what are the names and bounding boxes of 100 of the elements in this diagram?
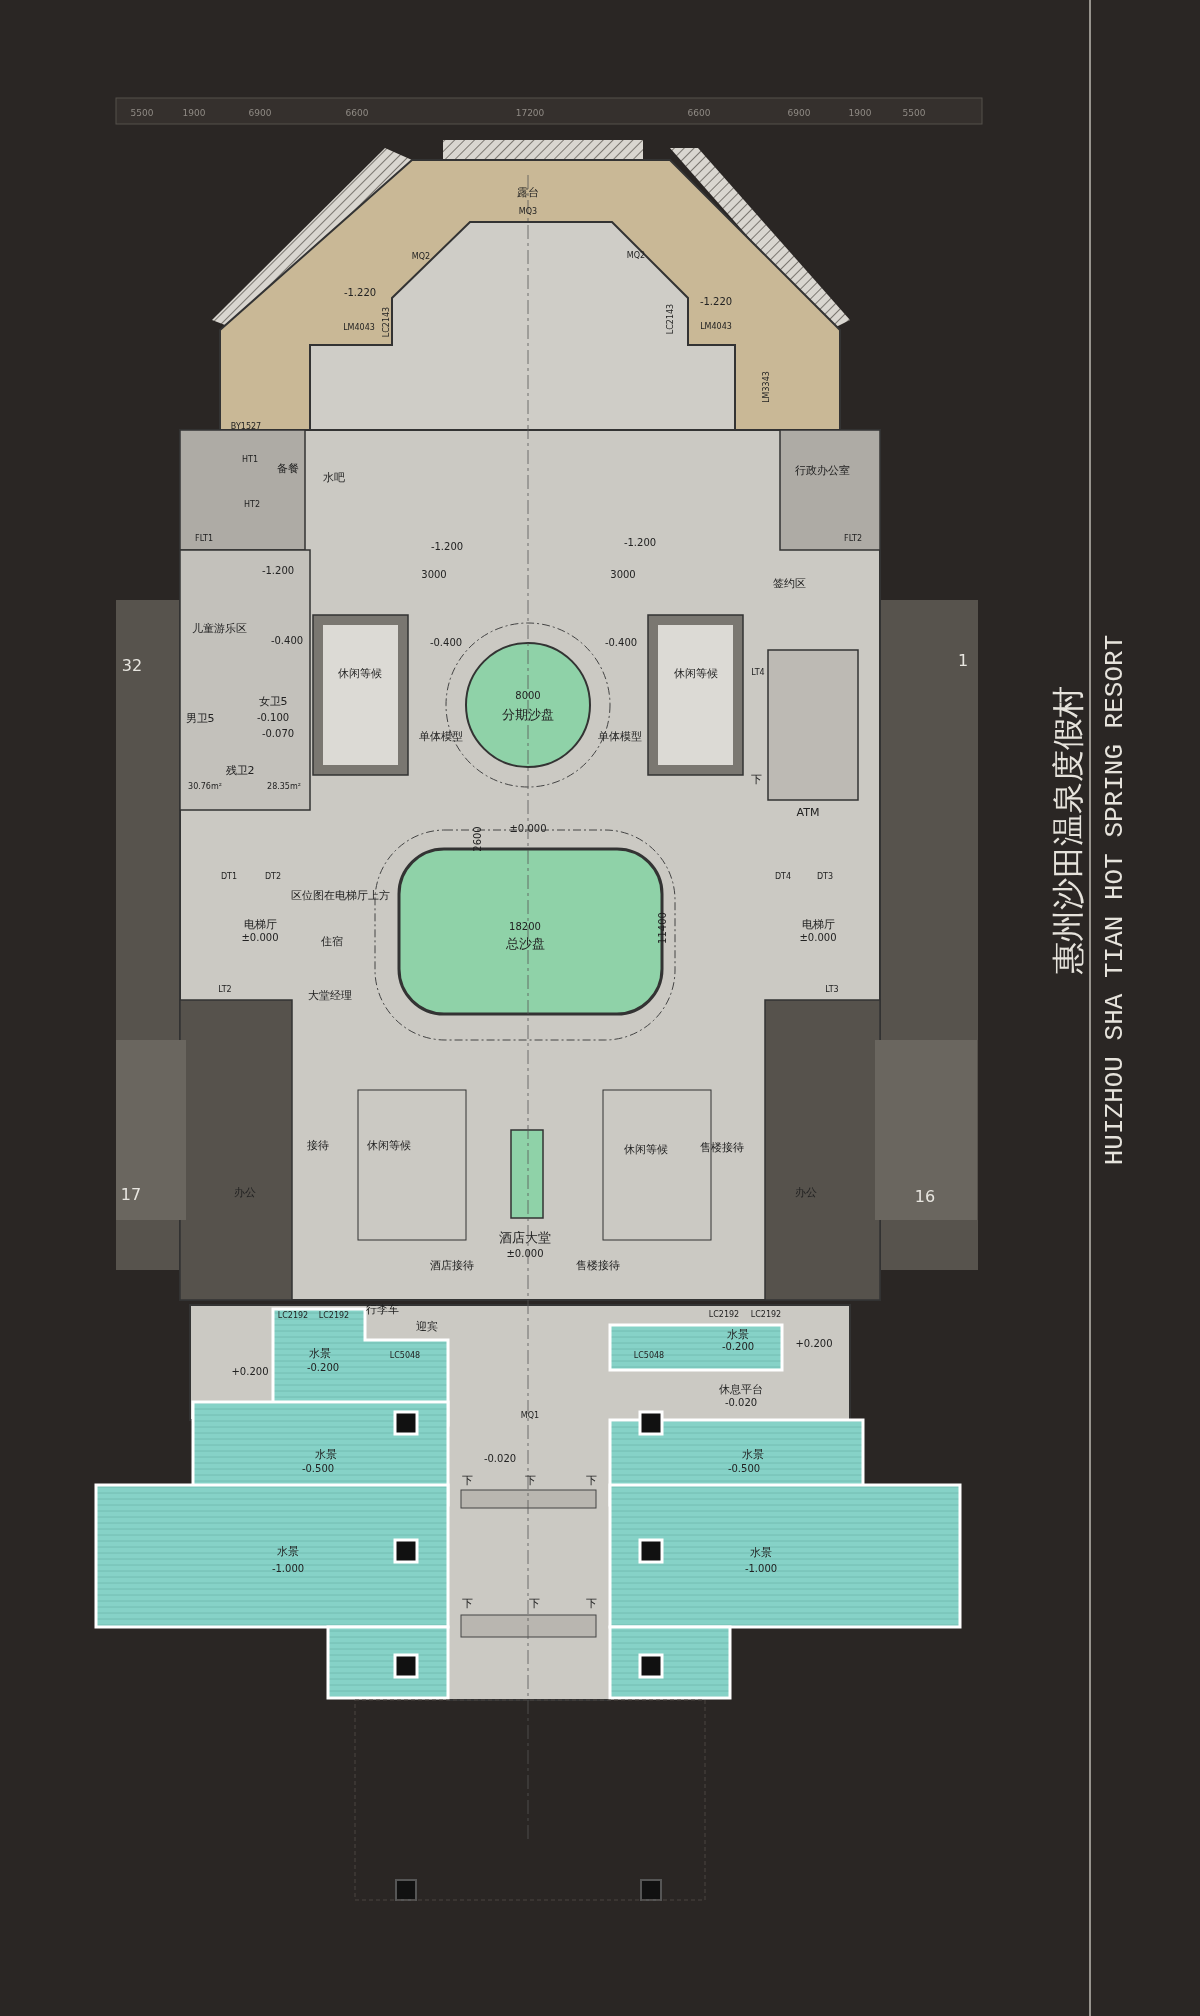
room-label: 售楼接待 [576, 1259, 620, 1271]
door-code: DT4 [774, 873, 792, 881]
room-label: 单体模型 [598, 730, 642, 742]
dimension-text: 3000 [421, 570, 447, 580]
room-label: 男卫5 [185, 712, 215, 724]
door-code: LC2192 [750, 1311, 782, 1319]
room-label: 总沙盘 [505, 936, 545, 950]
elevation-mark: -1.220 [343, 288, 377, 298]
door-code: LC2192 [318, 1312, 350, 1320]
door-code: LC5048 [389, 1352, 421, 1360]
room-label: 接待 [307, 1139, 329, 1151]
unit-number: 32 [121, 658, 143, 674]
door-code: FLT2 [844, 535, 862, 543]
door-code: HT1 [242, 456, 258, 464]
room-label: 备餐 [277, 462, 299, 474]
door-code: LM4043 [700, 323, 732, 331]
room-label: 水吧 [323, 471, 345, 483]
room-label: 电梯厅 [801, 918, 835, 930]
elevation-mark: ±0.000 [506, 1249, 544, 1259]
room-label: 售楼接待 [700, 1141, 744, 1153]
unit-number: 16 [914, 1189, 936, 1205]
room-label: 酒店接待 [430, 1259, 474, 1271]
subtitle-text: HUIZHOU SHA TIAN HOT SPRING RESORT [1102, 634, 1128, 1166]
room-label: 残卫2 [225, 764, 255, 776]
door-code: LT4 [751, 669, 765, 677]
dimension-text: 5500 [130, 108, 154, 118]
title-text: 惠州沙田温泉度假村 [1052, 686, 1084, 974]
elevation-mark: -0.070 [261, 729, 295, 739]
door-code: MQ1 [520, 1412, 540, 1420]
room-label: 休闲等候 [624, 1143, 668, 1155]
elevation-mark: -1.200 [623, 538, 657, 548]
room-label: 酒店大堂 [499, 1230, 551, 1244]
room-label: ATM [796, 806, 820, 818]
elevation-mark: -0.200 [306, 1363, 340, 1373]
dimension-text: 6600 [345, 108, 369, 118]
elevation-mark: -0.400 [270, 636, 304, 646]
elevation-mark: -1.200 [430, 542, 464, 552]
door-code: LC2192 [708, 1311, 740, 1319]
dimension-text: 8000 [515, 691, 541, 701]
room-label: 休息平台 [719, 1383, 763, 1395]
elevation-mark: -0.400 [429, 638, 463, 648]
door-code: 30.76m² [188, 783, 222, 791]
dimension-text: 6600 [687, 108, 711, 118]
door-code: LC2143 [667, 303, 675, 335]
room-label: 休闲等候 [674, 667, 718, 679]
stair-label: 下 [461, 1597, 473, 1609]
door-code: DT3 [816, 873, 834, 881]
door-code: FLT1 [195, 535, 213, 543]
elevation-mark: -0.200 [721, 1342, 755, 1352]
dimension-text: 17200 [515, 108, 545, 118]
dimension-text: 6900 [248, 108, 272, 118]
room-label: 儿童游乐区 [191, 622, 247, 634]
room-label: 露台 [517, 186, 539, 198]
dimension-text: 1900 [182, 108, 206, 118]
door-code: MQ2 [626, 252, 646, 260]
room-label: 水景 [309, 1347, 331, 1359]
dimension-text: 6900 [787, 108, 811, 118]
room-label: 行政办公室 [794, 464, 850, 476]
room-label: 迎宾 [416, 1320, 438, 1332]
room-label: 水景 [727, 1328, 749, 1340]
room-label: 区位图在电梯厅上方 [290, 889, 390, 901]
stair-label: 下 [585, 1474, 597, 1486]
elevation-mark: ±0.000 [799, 933, 837, 943]
door-code: LM4043 [343, 324, 375, 332]
room-label: 住宿 [321, 935, 343, 947]
elevation-mark: -1.220 [699, 297, 733, 307]
room-label: 单体模型 [419, 730, 463, 742]
elevation-mark: -1.000 [744, 1564, 778, 1574]
room-label: 分期沙盘 [502, 707, 554, 721]
door-code: HT2 [244, 501, 260, 509]
elevation-mark: -1.200 [261, 566, 295, 576]
door-code: MQ2 [411, 253, 431, 261]
elevation-mark: ±0.000 [509, 824, 547, 834]
elevation-mark: -0.500 [727, 1464, 761, 1474]
door-code: LT2 [218, 986, 232, 994]
room-label: 大堂经理 [308, 989, 352, 1001]
room-label: 水景 [277, 1545, 299, 1557]
elevation-mark: -0.100 [256, 713, 290, 723]
room-label: 水景 [750, 1546, 772, 1558]
room-label: 水景 [742, 1448, 764, 1460]
door-code: LC5048 [633, 1352, 665, 1360]
room-label: 电梯厅 [243, 918, 277, 930]
stair-label: 下 [461, 1474, 473, 1486]
door-code: LT3 [825, 986, 839, 994]
door-code: BY1527 [230, 423, 262, 431]
stair-label: 下 [528, 1597, 540, 1609]
stair-label: 下 [750, 773, 762, 785]
elevation-mark: -0.020 [483, 1454, 517, 1464]
elevation-mark: ±0.000 [241, 933, 279, 943]
dimension-text: 3000 [610, 570, 636, 580]
door-code: DT1 [220, 873, 238, 881]
unit-number: 17 [120, 1187, 142, 1203]
door-code: LC2143 [383, 306, 391, 338]
elevation-mark: +0.200 [795, 1339, 833, 1349]
elevation-mark: +0.200 [231, 1367, 269, 1377]
door-code: MQ3 [518, 208, 538, 216]
door-code: 28.35m² [267, 783, 301, 791]
dimension-text: 5500 [902, 108, 926, 118]
room-label: 签约区 [772, 577, 806, 589]
elevation-mark: -0.400 [604, 638, 638, 648]
